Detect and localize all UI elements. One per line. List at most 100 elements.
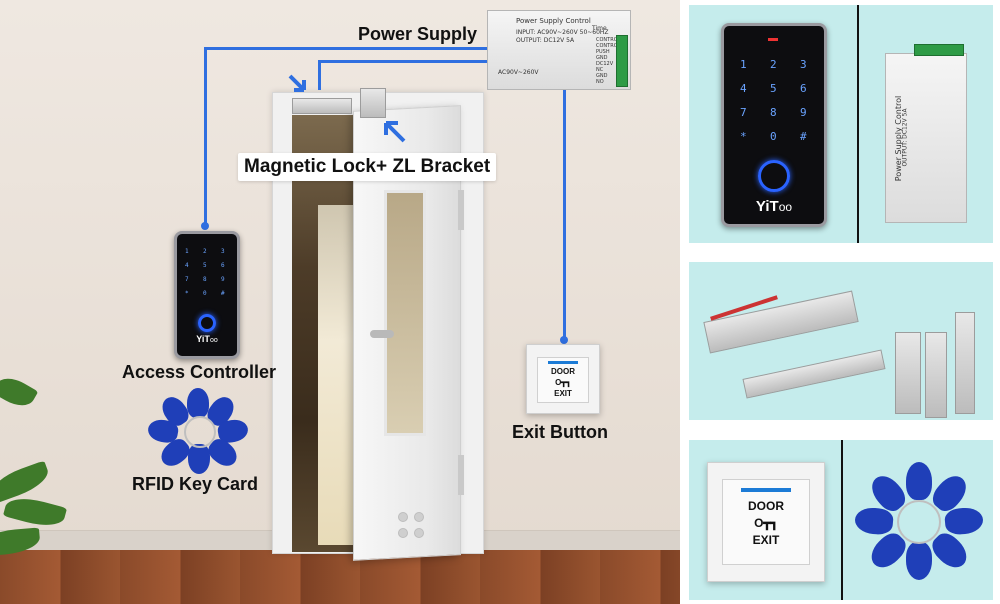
door-decor-dot (398, 528, 408, 538)
label-access-controller: Access Controller (122, 362, 277, 382)
installation-diagram-scene: Power Supply Control Time INPUT: AC90V~2… (0, 0, 680, 604)
ps-output: OUTPUT: DC12V 5A (901, 108, 909, 167)
rfid-key-card-cluster-large (853, 462, 985, 580)
wire-node (201, 222, 209, 230)
keypad-brand: YiToo (755, 198, 793, 215)
power-supply-box-large: Power Supply Control OUTPUT: DC12V 5A (885, 44, 967, 223)
terminal-block (616, 35, 628, 87)
label-exit-button: Exit Button (512, 422, 608, 442)
product-panel-controller-power: 1 2 3 4 5 6 7 8 9 * 0 # YiToo Power Supp… (689, 5, 993, 243)
ps-terminal: PUSH (596, 49, 610, 55)
door-hinge (458, 455, 464, 495)
keypad-key: 0 (203, 290, 207, 297)
keypad-key: 1 (185, 248, 189, 255)
zl-bracket (360, 88, 386, 118)
ps-terminal: CONTROL (596, 43, 621, 49)
ps-terminal: CONTROL (596, 37, 621, 43)
exit-line2: EXIT (554, 389, 572, 398)
key-icon: O┳┓ (754, 516, 778, 530)
keypad-key: * (740, 130, 747, 143)
keypad-key: 9 (221, 276, 225, 283)
keypad-key: * (185, 290, 189, 297)
ps-terminal: NO (596, 79, 604, 85)
keypad-key: 0 (770, 130, 777, 143)
keypad-key: 6 (221, 262, 225, 269)
ps-terminal: GND (596, 73, 608, 79)
ps-terminal: NC (596, 67, 604, 73)
exit-button-plate: DOOR O┳┓ EXIT (526, 344, 600, 414)
keypad-key: 2 (770, 58, 777, 71)
exit-indicator-bar (548, 361, 578, 364)
wire-lock-vertical (318, 60, 321, 90)
keypad-key: 6 (800, 82, 807, 95)
rfid-tag (906, 462, 932, 500)
zl-bracket-part (895, 332, 921, 414)
terminal-block (914, 44, 964, 56)
fingerprint-sensor-ring (198, 314, 216, 332)
wire-lock-horizontal (318, 60, 487, 63)
keypad-key: 9 (800, 106, 807, 119)
magnetic-lock-body (703, 290, 859, 354)
door-handle (370, 330, 394, 338)
rfid-key-card-cluster (146, 388, 250, 474)
fingerprint-sensor-ring (758, 160, 790, 192)
access-controller-keypad-large: 1 2 3 4 5 6 7 8 9 * 0 # YiToo (721, 23, 827, 227)
zl-bracket-part (925, 332, 947, 418)
label-magnetic-lock: Magnetic Lock+ ZL Bracket (238, 153, 497, 181)
label-rfid-key-card: RFID Key Card (132, 474, 259, 494)
keypad-key: 5 (770, 82, 777, 95)
keypad-key: 7 (740, 106, 747, 119)
plant-leaf (2, 492, 68, 532)
product-panel-exit-rfid: DOOR O┳┓ EXIT (689, 440, 993, 600)
keypad-key: # (221, 290, 225, 297)
panel-divider (857, 5, 859, 243)
access-controller-keypad: 1 2 3 4 5 6 7 8 9 * 0 # YiToo (174, 231, 240, 359)
key-ring (897, 500, 941, 544)
wire-top-horizontal (204, 47, 487, 50)
arrow-icon (288, 74, 306, 92)
keypad-key: 4 (740, 82, 747, 95)
wood-floor (0, 550, 680, 604)
door-decor-dot (414, 512, 424, 522)
door-decor-dot (414, 528, 424, 538)
label-power-supply: Power Supply (358, 24, 478, 44)
exit-button-plate-large: DOOR O┳┓ EXIT (707, 462, 825, 582)
plant-leaf (0, 371, 39, 413)
panel-divider (841, 440, 843, 600)
door-hinge (458, 190, 464, 230)
exit-button-face: DOOR O┳┓ EXIT (537, 357, 589, 403)
keypad-key: 7 (185, 276, 189, 283)
keypad-key: 1 (740, 58, 747, 71)
keypad-brand: YiToo (196, 334, 218, 344)
keypad-key: 2 (203, 248, 207, 255)
ps-brand: Time (592, 25, 607, 32)
keypad-key: 8 (203, 276, 207, 283)
door-glass-panel (384, 190, 426, 436)
exit-line1: DOOR (748, 499, 784, 513)
exit-indicator-bar (741, 488, 791, 492)
ps-output: OUTPUT: DC12V 5A (516, 37, 575, 44)
keypad-key: 3 (800, 58, 807, 71)
wire-node (560, 336, 568, 344)
keypad-led (768, 38, 778, 41)
keypad-key: 8 (770, 106, 777, 119)
rfid-tag (188, 444, 210, 474)
rfid-tag (943, 506, 985, 536)
ps-input: INPUT: AC90V~260V 50~60HZ (516, 29, 609, 36)
door-decor-dot (398, 512, 408, 522)
ps-terminal: GND (596, 55, 608, 61)
ps-ac-label: AC90V~260V (498, 69, 539, 76)
exit-line2: EXIT (752, 533, 780, 547)
key-icon: O┳┓ (555, 378, 571, 387)
keypad-key: 5 (203, 262, 207, 269)
key-ring (184, 416, 216, 448)
exit-button-face: DOOR O┳┓ EXIT (722, 479, 810, 565)
exit-line1: DOOR (551, 367, 575, 376)
rfid-tag (853, 506, 895, 536)
keypad-key: 4 (185, 262, 189, 269)
plant-leaf (0, 460, 53, 504)
armature-plate (742, 349, 886, 399)
power-supply-box: Power Supply Control Time INPUT: AC90V~2… (487, 10, 631, 90)
rfid-tag (906, 542, 932, 580)
wire-exit-vertical (563, 86, 566, 342)
